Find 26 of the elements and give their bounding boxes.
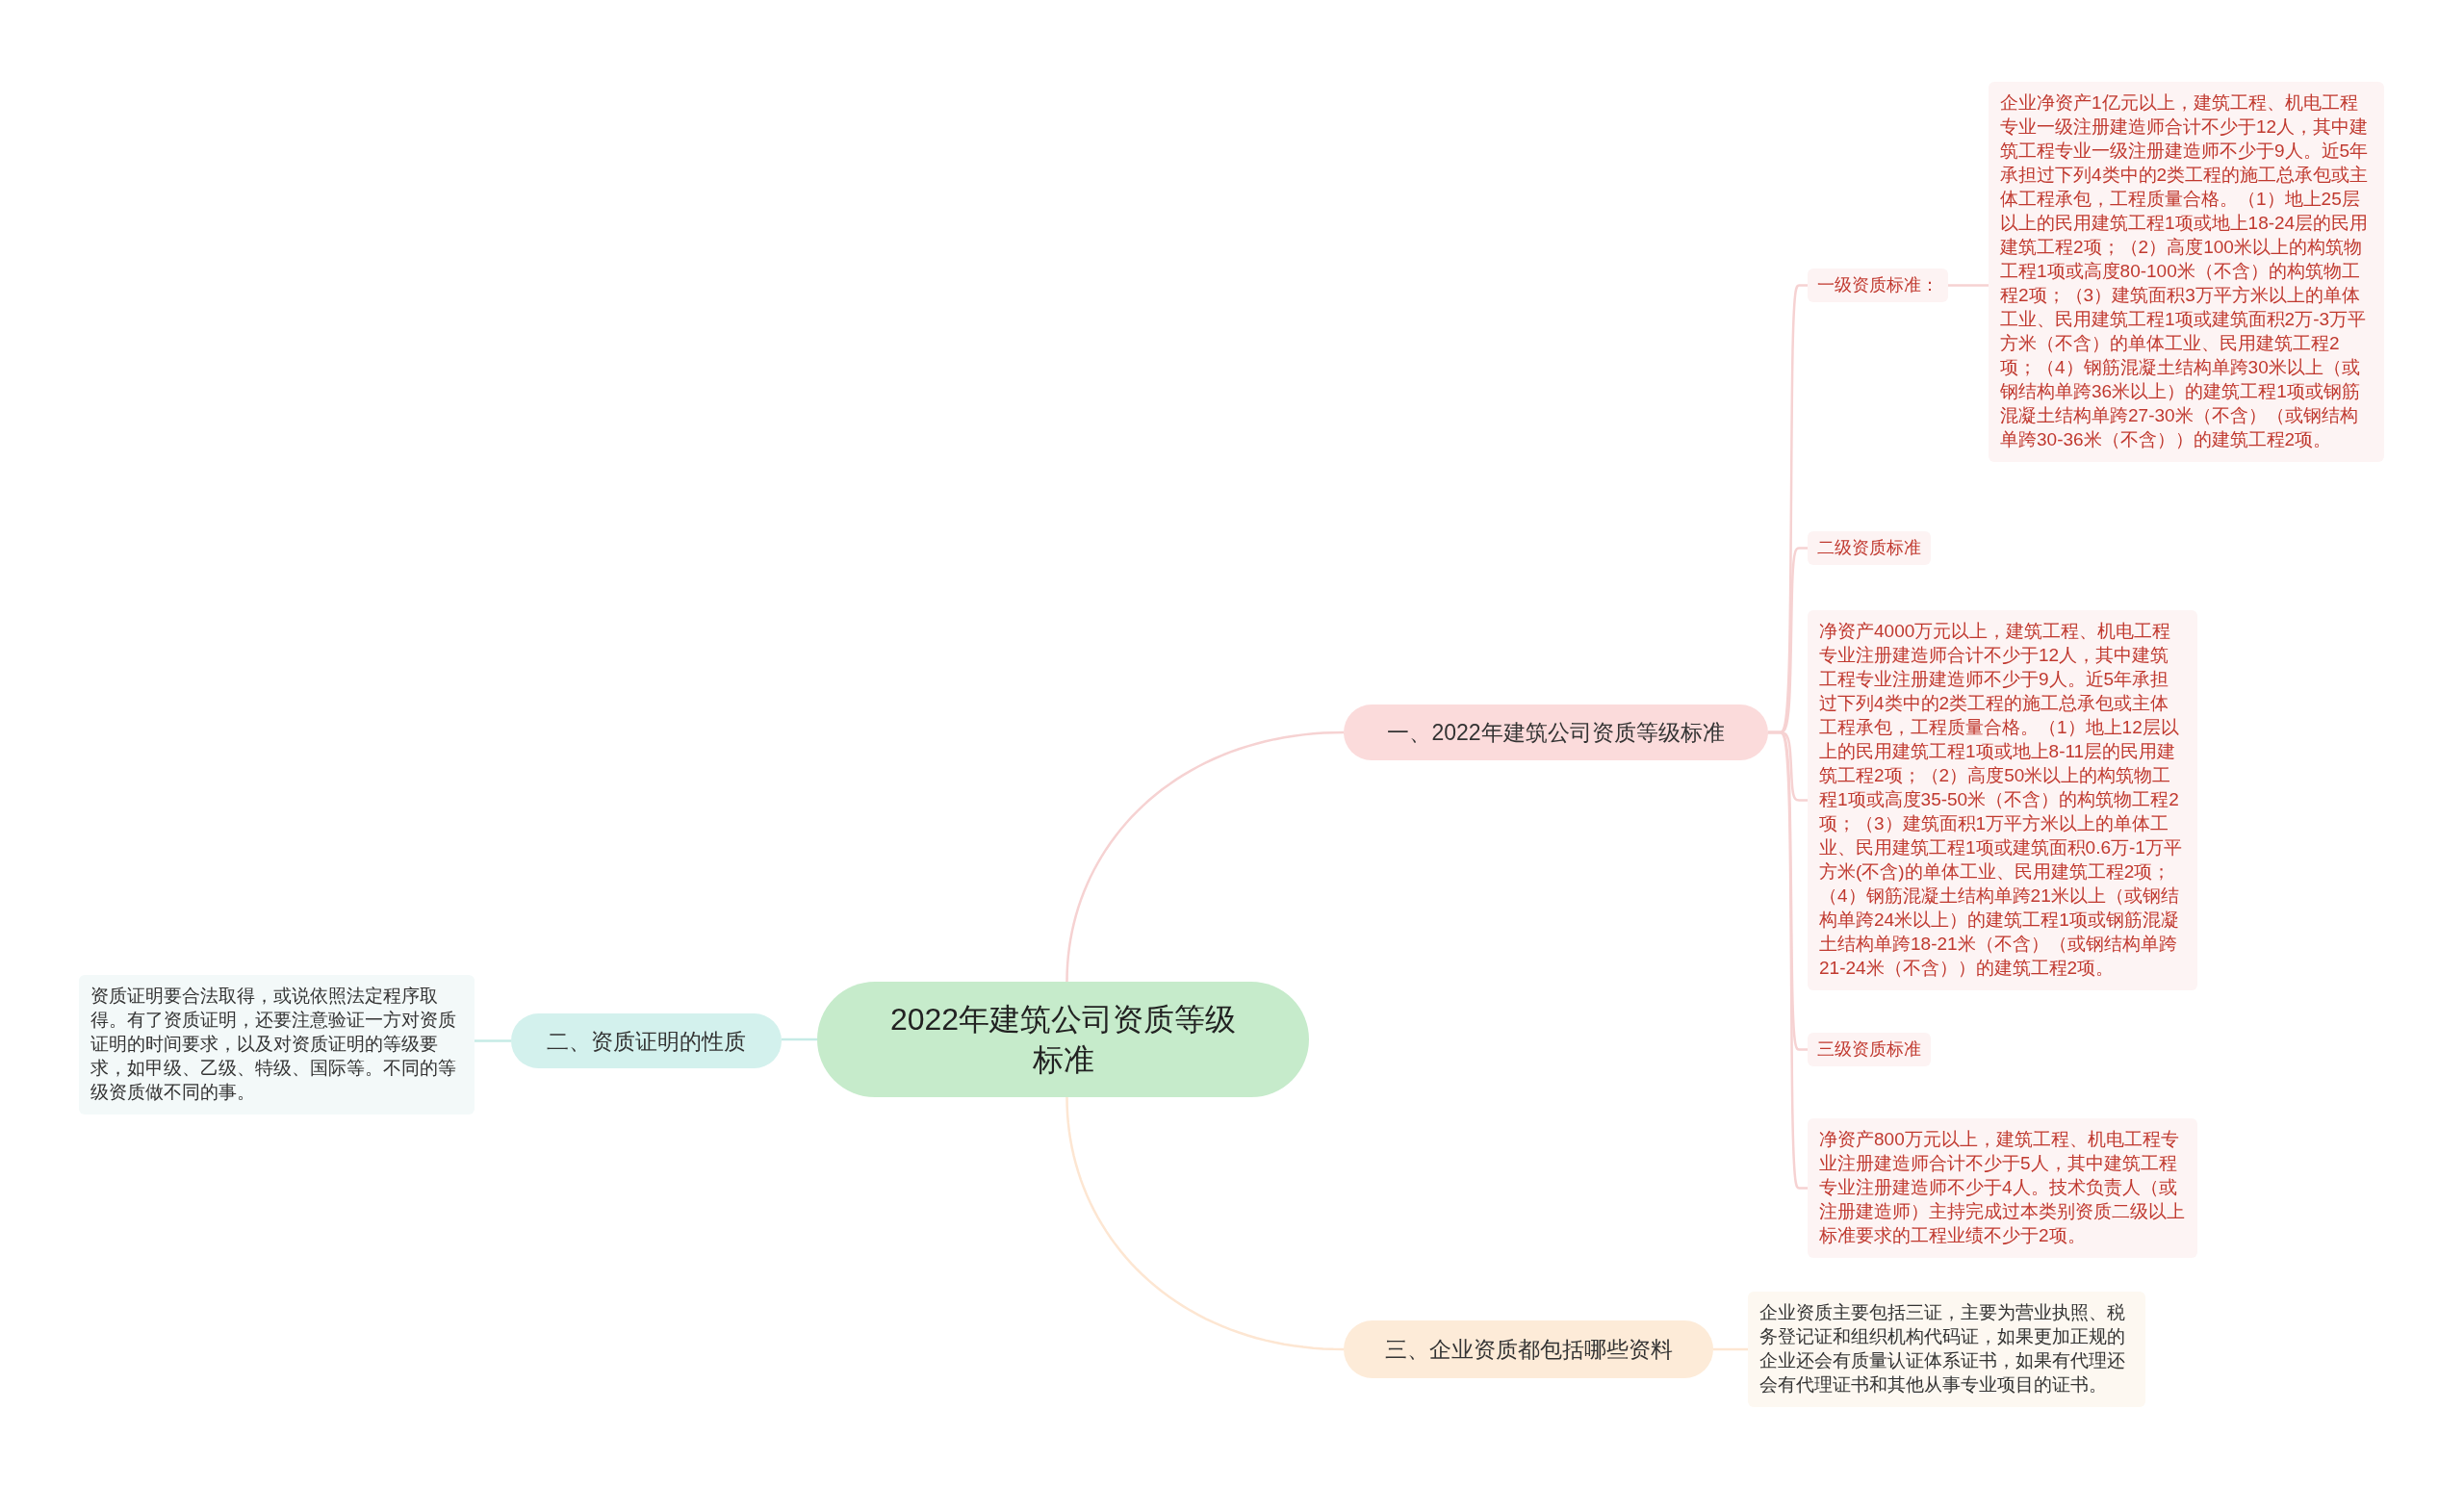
note-card: [1808, 1118, 2197, 1258]
branch-topic-text: 二、资质证明的性质: [547, 1027, 746, 1056]
note-text: 企业资质主要包括三证，主要为营业执照、税务登记证和组织机构代码证，如果更加正规的企业还会有质量认证体系证书，如果有代理还会有代理证书和其他从事专业项目的证书。: [1759, 1301, 2126, 1396]
subtopic-tag: [1808, 1033, 1931, 1066]
branch-topic-pill: [511, 1013, 782, 1068]
subtopic-text: 三级资质标准: [1817, 1038, 1921, 1061]
connector-line: [1065, 730, 1344, 983]
branch-topic-text: 一、2022年建筑公司资质等级标准: [1387, 719, 1725, 747]
subtopic-tag: [1808, 269, 1948, 302]
connector-line: [782, 1038, 817, 1041]
subtopic-tag: [1808, 531, 1931, 565]
connector-line: [1948, 284, 1989, 287]
note-text: 净资产4000万元以上，建筑工程、机电工程专业注册建造师合计不少于12人，其中建筑工程专业注册建造师不少于9人。近5年承担过下列4类中的2类工程的施工总承包或主体工程承包，工程质量合格。（1）地上12层以上的民用建筑工程1项或地上8-11层的民用建筑工程2项；（2）高度50米以上的构筑物工程1项或高度35-50米（不含）的构筑物工程2项；（3）建筑面积1万平方米以上的单体工业、民用建筑工程1项或建筑面积0.6万-1万平方米(不含)的单体工业、民用建筑工程2项；（4）钢筋混凝土结构单跨21米以上（或钢结构单跨24米以上）的建筑工程1项或钢筋混凝土结构单跨18-21米（不含）（或钢结构单跨21-24米（不含））的建筑工程2项。: [1819, 620, 2183, 980]
branch-topic-text: 三、企业资质都包括哪些资料: [1384, 1336, 1673, 1364]
connector-line: [475, 1039, 511, 1042]
note-text: 净资产800万元以上，建筑工程、机电工程专业注册建造师合计不少于5人，其中建筑工程专业注册建造师不少于4人。技术负责人（或注册建造师）主持完成过本类别资质二级以上标准要求的工程业绩不少于2项。: [1819, 1128, 2186, 1247]
branch-topic-pill: [1344, 1320, 1713, 1378]
connector-line: [1065, 1096, 1344, 1351]
subtopic-text: 二级资质标准: [1817, 537, 1921, 559]
note-text: 企业净资产1亿元以上，建筑工程、机电工程专业一级注册建造师合计不少于12人，其中建筑工程专业一级注册建造师不少于9人。近5年承担过下列4类中的2类工程的施工总承包或主体工程承包，工程质量合格。（1）地上25层以上的民用建筑工程1项或地上18-24层的民用建筑工程2项；（2）高度100米以上的构筑物工程1项或高度80-100米（不含）的构筑物工程2项；（3）建筑面积3万平方米以上的单体工业、民用建筑工程1项或建筑面积2万-3万平方米（不含）的单体工业、民用建筑工程2项；（4）钢筋混凝土结构单跨30米以上（或钢结构单跨36米以上）的建筑工程1项或钢筋混凝土结构单跨27-30米（不含）（或钢结构单跨30-36米（不含））的建筑工程2项。: [2000, 91, 2370, 451]
note-text: 资质证明要合法取得，或说依照法定程序取得。有了资质证明，还要注意验证一方对资质证明的时间要求，以及对资质证明的等级要求，如甲级、乙级、特级、国际等。不同的等级资质做不同的事。: [90, 985, 457, 1104]
central-topic-text: 2022年建筑公司资质等级标准: [888, 1001, 1238, 1079]
subtopic-text: 一级资质标准：: [1817, 274, 1938, 296]
note-card: [79, 975, 475, 1114]
note-card: [1748, 1292, 2145, 1407]
connector-line: [1713, 1347, 1748, 1351]
